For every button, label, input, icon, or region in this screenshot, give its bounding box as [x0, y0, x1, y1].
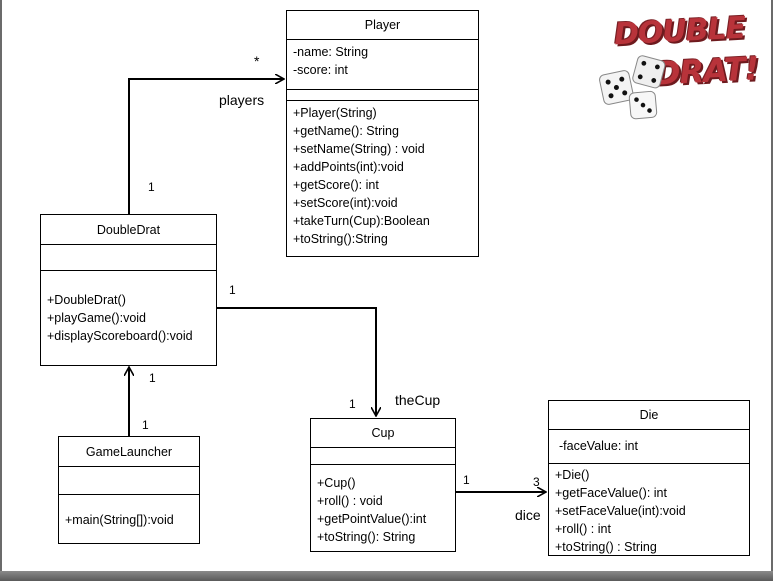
- operation: +Cup(): [317, 476, 356, 490]
- class-cup-name: Cup: [371, 426, 395, 440]
- class-gamelauncher-operations: +main(String[]):void: [59, 495, 199, 533]
- operation: +toString() : String: [555, 540, 657, 554]
- attribute: -faceValue: int: [559, 439, 638, 453]
- logo-line1: DOUBLE: [613, 10, 747, 53]
- class-doubledrat-operations: +DoubleDrat() +playGame():void +displayS…: [41, 271, 216, 349]
- operation: +getFaceValue(): int: [555, 486, 667, 500]
- class-doubledrat-attributes: [41, 245, 216, 271]
- operation: +addPoints(int):void: [293, 160, 404, 174]
- operation: +displayScoreboard():void: [47, 329, 193, 343]
- thecup-source-multiplicity: 1: [229, 283, 236, 297]
- thecup-target-multiplicity: 1: [349, 397, 356, 411]
- class-die-name: Die: [639, 408, 659, 422]
- players-source-multiplicity: 1: [148, 180, 155, 194]
- window-frame-left: [0, 0, 2, 581]
- operation: +takeTurn(Cup):Boolean: [293, 214, 430, 228]
- thecup-role-label: theCup: [395, 392, 441, 408]
- operation: +DoubleDrat(): [47, 293, 126, 307]
- window-frame-right: [771, 0, 773, 581]
- thecup-association-line: [217, 307, 376, 416]
- operation: +playGame():void: [47, 311, 146, 325]
- class-player-attributes: -name: String -score: int: [287, 40, 478, 90]
- operation: +Player(String): [293, 106, 377, 120]
- operation: +getName(): String: [293, 124, 399, 138]
- operation: +setScore(int):void: [293, 196, 398, 210]
- class-gamelauncher-attributes: [59, 467, 199, 495]
- players-association-line: [128, 79, 284, 214]
- attribute: -name: String: [293, 45, 369, 59]
- class-die-attributes: -faceValue: int: [549, 430, 749, 464]
- class-doubledrat-name: DoubleDrat: [96, 222, 161, 237]
- dice-role-label: dice: [515, 507, 541, 523]
- class-player-name: Player: [364, 18, 401, 32]
- class-cup-operations: +Cup() +roll() : void +getPointValue():i…: [311, 465, 455, 550]
- operation: +setName(String) : void: [293, 142, 425, 156]
- class-die: Die -faceValue: int +Die() +getFaceValue…: [548, 400, 750, 556]
- attribute: -score: int: [293, 63, 348, 77]
- launcher-target-multiplicity: 1: [149, 371, 156, 385]
- window-frame-bottom: [0, 571, 773, 581]
- class-gamelauncher: GameLauncher +main(String[]):void: [58, 436, 200, 544]
- operation: +getScore(): int: [293, 178, 379, 192]
- operation: +setFaceValue(int):void: [555, 504, 686, 518]
- players-role-label: players: [219, 92, 265, 108]
- class-doubledrat: DoubleDrat +DoubleDrat() +playGame():voi…: [40, 214, 217, 366]
- dice-icon: [599, 55, 666, 120]
- double-drat-logo: DOUBLE DRAT!: [592, 10, 762, 120]
- operation: +toString():String: [293, 232, 388, 246]
- class-player-operations: +Player(String) +getName(): String +setN…: [287, 101, 478, 252]
- dice-target-multiplicity: 3: [533, 475, 540, 489]
- class-player: Player -name: String -score: int +Player…: [286, 10, 479, 257]
- dice-source-multiplicity: 1: [463, 473, 470, 487]
- operation: +roll() : int: [555, 522, 611, 536]
- operation: +main(String[]):void: [65, 513, 174, 527]
- class-cup-attributes: [311, 448, 455, 465]
- class-player-divider: [287, 90, 478, 101]
- class-cup: Cup +Cup() +roll() : void +getPointValue…: [310, 418, 456, 552]
- operation: +Die(): [555, 468, 590, 482]
- operation: +toString(): String: [317, 530, 416, 544]
- class-die-operations: +Die() +getFaceValue(): int +setFaceValu…: [549, 464, 749, 558]
- class-gamelauncher-name: GameLauncher: [85, 444, 173, 459]
- operation: +getPointValue():int: [317, 512, 427, 526]
- launcher-source-multiplicity: 1: [142, 418, 149, 432]
- operation: +roll() : void: [317, 494, 383, 508]
- players-target-multiplicity: *: [254, 53, 260, 69]
